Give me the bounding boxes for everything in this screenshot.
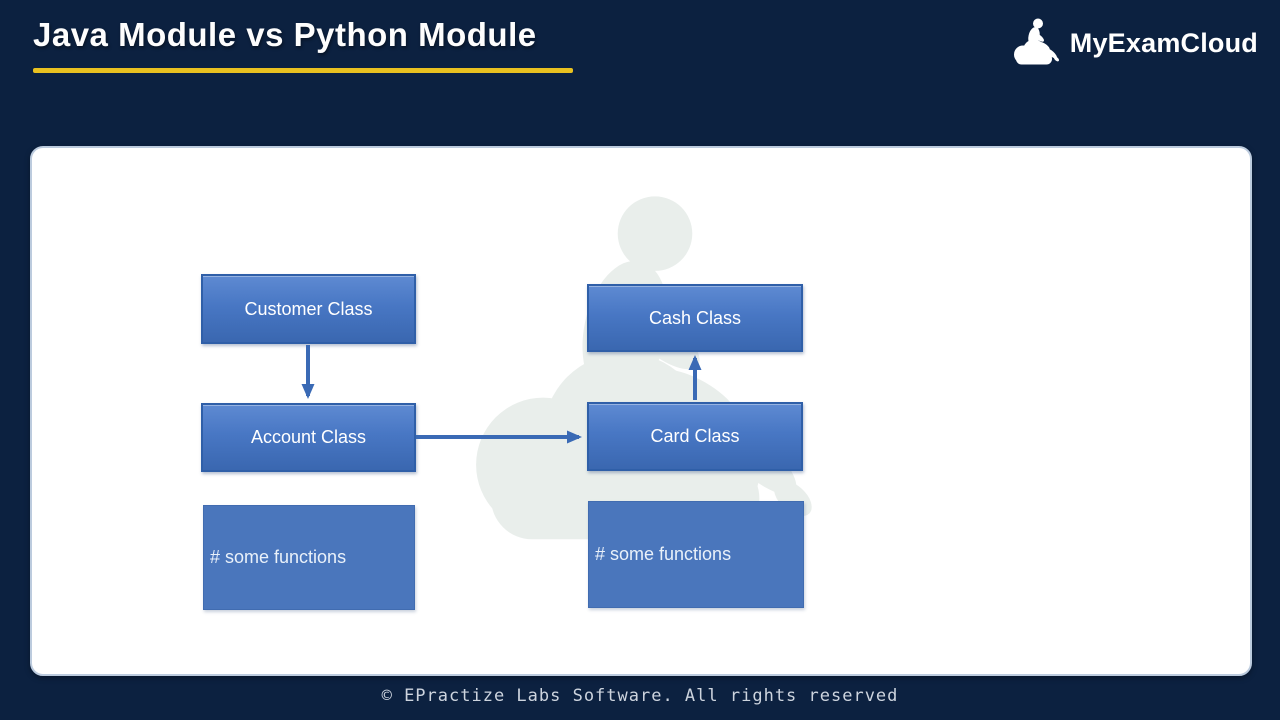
node-label: Card Class <box>650 426 740 446</box>
person-on-cloud-icon <box>1008 10 1068 76</box>
brand-name: MyExamCloud <box>1069 27 1258 58</box>
node-label: Cash Class <box>648 307 742 328</box>
brand-logo: MyExamCloud <box>1008 10 1258 76</box>
footer: © EPractize Labs Software. All rights re… <box>0 672 1280 720</box>
copyright-text: © EPractize Labs Software. All rights re… <box>381 686 899 706</box>
page-title: Java Module vs Python Module <box>33 16 537 53</box>
title-underline <box>33 68 573 73</box>
node-cash-class: Cash Class <box>587 284 803 352</box>
node-label: Account Class <box>250 427 367 447</box>
header: Java Module vs Python Module MyExamCloud <box>0 0 1280 146</box>
node-customer-class: Customer Class <box>201 274 416 344</box>
node-account-class: Account Class <box>201 403 416 472</box>
diagram-card: Customer Class Account Class # some func… <box>30 146 1252 676</box>
node-java-some-functions: # some functions <box>203 505 415 610</box>
node-card-class: Card Class <box>587 402 803 471</box>
node-label: Customer Class <box>244 298 373 319</box>
node-label: # some functions <box>595 544 732 564</box>
node-label: # some functions <box>210 547 347 567</box>
node-python-some-functions: # some functions <box>588 501 804 608</box>
